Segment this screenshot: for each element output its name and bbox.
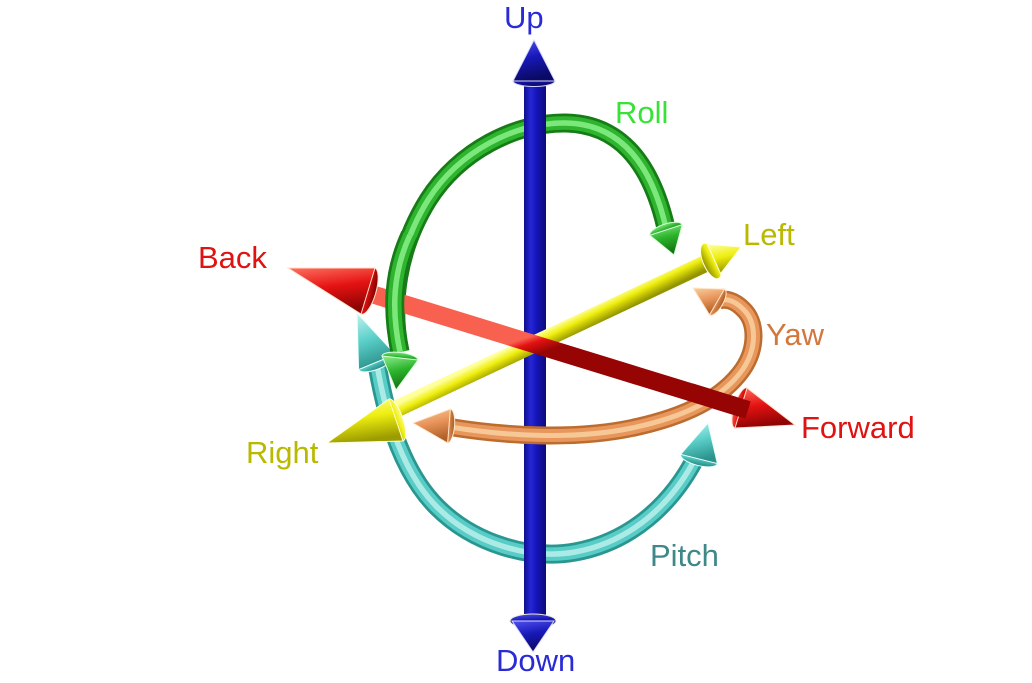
- lateral-axis: [325, 242, 742, 444]
- back-arrowhead: [286, 267, 376, 315]
- longitudinal-axis-front-segment: [687, 383, 751, 419]
- back-axis-label: Back: [198, 240, 267, 275]
- pitch-rotation-label: Pitch: [650, 538, 719, 573]
- down-axis-label: Down: [496, 643, 576, 678]
- roll-right-arrowhead: [648, 223, 683, 256]
- yaw-left-arrowhead: [411, 408, 451, 444]
- yaw-top-arrowhead: [692, 287, 726, 316]
- roll-left-arrowhead: [381, 355, 419, 392]
- left-axis-label: Left: [743, 217, 795, 252]
- up-arrowhead: [512, 38, 556, 82]
- roll-arrow-front-segment: [381, 231, 419, 392]
- forward-axis-label: Forward: [801, 410, 915, 445]
- roll-rotation-label: Roll: [615, 95, 669, 130]
- pitch-right-arrowhead: [679, 421, 719, 465]
- down-arrowhead: [511, 620, 555, 653]
- up-axis-label: Up: [504, 0, 544, 35]
- left-arrowhead: [706, 243, 742, 275]
- right-arrowhead: [325, 398, 404, 444]
- yaw-rotation-label: Yaw: [766, 317, 825, 352]
- right-axis-label: Right: [246, 435, 319, 470]
